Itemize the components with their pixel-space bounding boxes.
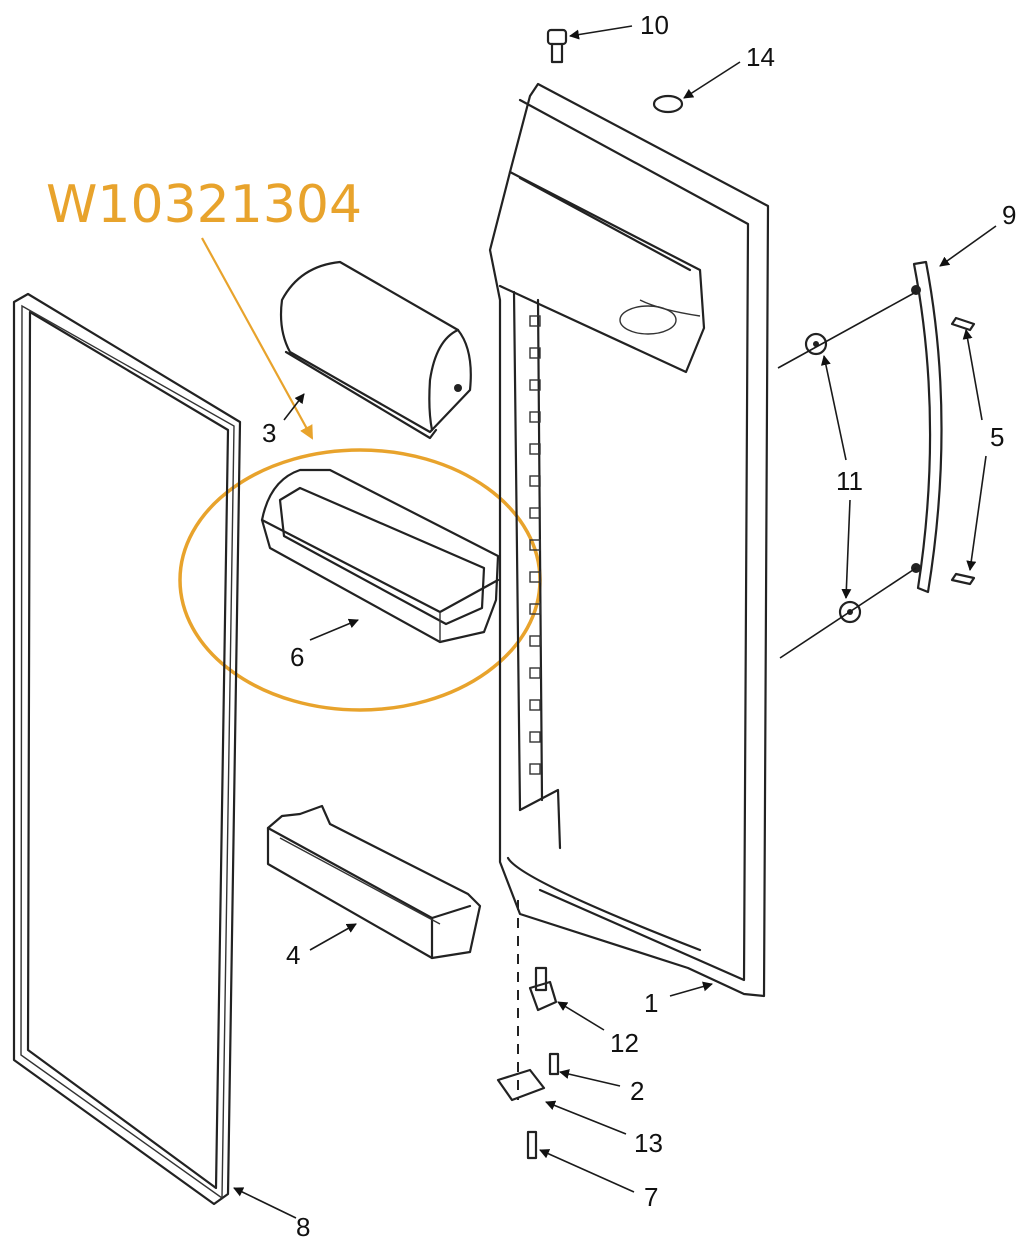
callout-10: 10 — [640, 10, 669, 40]
door-liner-part — [488, 82, 770, 998]
plug-part — [652, 94, 684, 114]
part-number-label: W10321304 — [46, 175, 362, 235]
handle-screw-bottom — [950, 572, 976, 586]
door-shelf-part — [266, 804, 482, 960]
hinge-screw-lower — [526, 1130, 538, 1160]
callout-7: 7 — [644, 1182, 658, 1212]
callout-2: 2 — [630, 1076, 644, 1106]
hinge-bushing-part — [528, 966, 558, 1012]
hinge-screw-upper — [548, 1052, 560, 1076]
callout-8: 8 — [296, 1212, 310, 1242]
handle-screw-top — [950, 316, 976, 332]
callout-13: 13 — [634, 1128, 663, 1158]
callout-12: 12 — [610, 1028, 639, 1058]
callout-14: 14 — [746, 42, 775, 72]
callout-6: 6 — [290, 642, 304, 672]
dairy-door-part — [279, 260, 472, 440]
callout-9: 9 — [1002, 200, 1016, 230]
callout-11: 11 — [836, 466, 863, 496]
door-gasket — [12, 292, 242, 1206]
top-plug-part — [546, 28, 568, 64]
callout-5: 5 — [990, 422, 1004, 452]
bottom-hinge-part — [496, 1068, 546, 1102]
callout-3: 3 — [262, 418, 276, 448]
callout-1: 1 — [644, 988, 658, 1018]
highlight-circle — [178, 448, 542, 712]
door-bin-part — [260, 468, 500, 644]
door-handle-part — [911, 260, 943, 594]
part-number-leader-line — [201, 237, 313, 440]
callout-4: 4 — [286, 940, 300, 970]
